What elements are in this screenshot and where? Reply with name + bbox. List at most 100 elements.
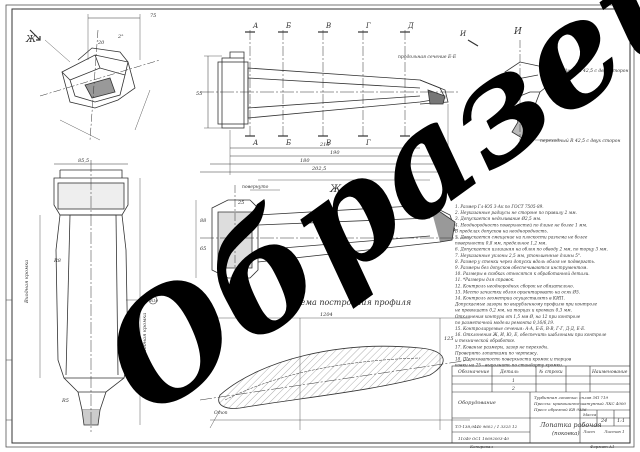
note-line: 6. Допускается излишняя на облоя по обво… <box>455 247 608 252</box>
section-g-top: Г <box>365 22 371 30</box>
frame-inner <box>11 8 631 444</box>
note-line: 16. Отклонения Ж, И, Ю, Е, обеспечить ша… <box>455 332 607 337</box>
note-line: ковки на 25 - выполнить по стандарту кро… <box>455 363 563 368</box>
section-markers-top <box>245 31 410 137</box>
callout-transition-2: переходный R 42,5 с двух сторон <box>540 138 621 144</box>
tb-col-header-2: Деталь <box>499 369 519 375</box>
tb-material-1: Турбинная лопатка: сплав ЭП 719 <box>534 395 609 400</box>
dim-d10: 88 <box>200 218 206 224</box>
note-line: Проверять лопатками по чертежу. <box>454 350 538 355</box>
section-d-bottom: Д <box>407 139 414 147</box>
note-line: 18. Шероховатость поверхности кромок и т… <box>455 357 572 362</box>
dim-d17: 25 <box>237 200 244 206</box>
note-line: 1. Размер Гл-Ю5 3-Ак по ГОСТ 7505-89. <box>455 204 544 209</box>
section-d-top: Д <box>407 22 414 30</box>
note-line: 17. Кованые размеры, зазор не переходы. <box>455 344 549 349</box>
dim-d11: 65 <box>200 246 206 252</box>
dim-d6: 190 <box>330 150 340 156</box>
dim-d16: R10 <box>149 298 159 303</box>
section-a-bottom: А <box>252 139 258 147</box>
dim-d15: R5 <box>61 398 69 404</box>
callout-exit-edge: Выходная кромка <box>142 313 148 361</box>
callout-blade-tip: Входная кромка <box>24 260 30 304</box>
note-line: 4. Неоднородность поверхностей по длине … <box>454 222 587 227</box>
dim-d8: 202,5 <box>311 166 326 172</box>
section-v-top: В <box>325 22 331 30</box>
note-line: Отклонения контура от 1,5 мм Ø, на 12 пр… <box>455 314 581 319</box>
view-i <box>504 40 578 150</box>
dim-d4: 55 <box>196 91 202 97</box>
tb-name-main: Лопатка рабочая <box>539 421 602 429</box>
section-g-bottom: Г <box>365 139 371 147</box>
profile-scheme <box>199 317 471 430</box>
tb-sheets: Листов 1 <box>603 429 625 434</box>
dim-d9: 1204 <box>320 312 333 318</box>
section-b-top: Б <box>285 22 291 30</box>
callout-scheme-title: Схема построения профиля <box>290 298 411 307</box>
dim-d12: 125 <box>444 336 454 342</box>
note-line: 11. *Размеры для справок. <box>455 277 515 282</box>
note-line: 9. Размеры без допусков обеспечиваются и… <box>455 265 588 270</box>
view-zh <box>29 14 161 141</box>
dim-d13: R8 <box>53 258 61 264</box>
dim-d3: 20 <box>97 40 105 46</box>
callout-rot: Отоп <box>214 410 228 416</box>
tb-scale: 1:1 <box>617 418 625 424</box>
note-line: 10. Размеры в скобках относятся к обрабо… <box>455 271 590 276</box>
callout-transition-1: переходный R 42,5 с двух сторон <box>548 68 629 74</box>
note-line: 15. Контролируемые сечения: А-А, Б-Б, В-… <box>455 326 585 331</box>
tb-col-header-3: № строки <box>538 369 563 375</box>
dim-d2: 2° <box>117 34 124 40</box>
dim-d5: 215 <box>319 142 330 148</box>
note-line: 2. Неуказанные радиусы не стороне по пра… <box>454 210 577 215</box>
tb-name-sub: (поковка) <box>552 430 580 437</box>
tb-code2: 11049 ОС1 10692003-40 <box>458 436 509 441</box>
tb-owner: Оборудование <box>458 399 496 406</box>
note-line: 12. Контроль неоднородных сборок не обяз… <box>455 283 574 288</box>
note-line: 13. Место зачистки облоя ориентировать н… <box>455 289 580 294</box>
section-a-top: А <box>252 22 258 30</box>
note-line: Допускаемые зазоры по вырубленному профи… <box>454 302 598 307</box>
note-line: 3. Допускается недоливание Ø2,5 мм. <box>455 216 541 221</box>
view-zh-iu <box>195 179 470 300</box>
tb-col-header-4: Наименование <box>591 369 628 375</box>
note-line: 7. Неуказанные уклоны 2,5 мм, утоньшенны… <box>455 253 581 258</box>
tb-material-3: Пресс обрезной КВ 9536 <box>533 407 587 412</box>
frame-outer <box>5 4 635 448</box>
tb-sheet-label: Лист <box>582 429 595 434</box>
note-line: по разметочной модели ремонта 0,16/6,19. <box>455 320 554 325</box>
tb-mass: 24 <box>600 418 607 424</box>
view-label-i: И <box>513 27 522 37</box>
tb-material-2: Прессы: кривошипно-шатунный ЛКС 4000 <box>533 401 626 406</box>
note-line: и технической обработке. <box>455 338 515 343</box>
note-line: поверхности 0,8 мм, предельное 1,2 мм. <box>455 241 547 246</box>
note-line: 8. Размер у стенки через допуски вдоль о… <box>455 259 595 264</box>
tb-code: ТЛ-138,9440 9602 / 1 3325 12 <box>455 424 518 429</box>
technical-notes: 1. Размер Гл-Ю5 3-Ак по ГОСТ 7505-89.2. … <box>454 204 608 368</box>
dim-d1: 75 <box>150 13 156 19</box>
view-marker-i: И <box>459 30 467 38</box>
note-line: 5. Допускается смещение на плоскости раз… <box>455 235 588 240</box>
tb-col-header-1: Обозначение <box>458 368 490 375</box>
view-label-zh-iu: Ж-Ю <box>329 184 357 195</box>
tb-format: Формат A1 <box>590 444 615 449</box>
callout-section-ee: продольная сечение Е-Е <box>398 54 457 60</box>
tb-mass-label: Масса <box>582 412 597 417</box>
note-line: не превышать 0,2 мм, на торцах и кромках… <box>455 308 572 313</box>
note-line: 14. Контроль геометрии осуществлять в КИ… <box>455 296 565 301</box>
tb-row2-detail: 2 <box>511 386 515 392</box>
dim-d7: 180 <box>300 158 310 164</box>
tb-row1-detail: 1 <box>512 378 515 384</box>
callout-povernuto: повернуто <box>242 185 269 190</box>
main-view-blade <box>200 30 460 175</box>
view-label-zh: Ж <box>25 35 37 45</box>
dim-d14: 85,5 <box>78 158 89 164</box>
section-b-bottom: Б <box>285 139 291 147</box>
front-view-blade <box>39 160 150 432</box>
section-v-bottom: В <box>325 139 331 147</box>
note-line: В пределах допусков на неоднородность. <box>454 228 548 233</box>
tb-copied: Копировал <box>469 444 493 449</box>
title-block <box>451 365 631 444</box>
